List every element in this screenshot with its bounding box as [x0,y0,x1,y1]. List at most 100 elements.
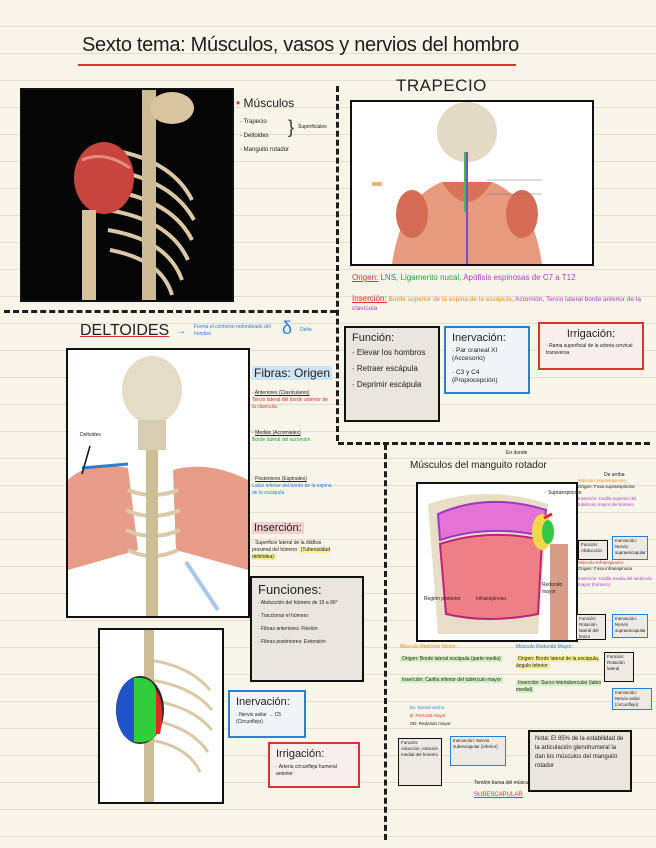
deltoides-delta-note: Delta [300,327,312,333]
redondo-menor-insercion: Inserción: Carilla inferior del tubércul… [400,677,504,683]
divider-vertical-top [336,86,339,441]
deltoides-insercion-text: - Superficie lateral de la diáfisis prox… [252,540,330,560]
trapecio-insercion: Inserción: Borde superior de la espina d… [352,294,641,312]
deltoides-heading: DELTOIDES [80,322,170,339]
redondo-menor-heading: Músculo Redondo Menor: [400,644,458,650]
intro-item: - Deltoides [240,133,269,139]
trapecio-irrigacion-text: - Rama superficial de la arteria cervica… [546,343,633,356]
manguito-label-top: Supraespinoso [548,490,582,496]
thorax-illustration [22,90,232,300]
intro-brace: } [288,117,295,137]
deltoides-irrigacion-heading: Irrigación: [276,748,325,760]
manguito-bottom-note: Tendón bursa del músculo [474,780,533,786]
manguito-notes-right: Músculo Supraespinoso: Origen: Fosa supr… [578,478,654,588]
subescapular-funcion-box: Función: Aducción, rotación medial del h… [398,738,442,786]
manguito-top-right-note: De arriba [604,472,625,478]
thorax-image [20,88,234,302]
mini-box-funcion: Función: Rotación lateral [604,652,634,682]
manguito-note: Músculo Supraespinoso: [578,478,628,483]
redondo-mayor-items: Ex: Dorsal ancho B: Pectoral mayor SD: R… [410,704,490,728]
divider-horizontal-right [338,442,650,445]
redondo-mayor-item: Ex: Dorsal ancho [410,705,445,710]
trapecio-image [350,100,594,266]
deltoides-funciones-heading: Funciones: [258,582,322,597]
manguito-note: Origen: Fosa supraespinosa [578,484,635,489]
manguito-note: Inserción: Carilla superior del tubércul… [578,496,637,507]
manguito-note: Origen: Fosa infraespinosa [578,566,633,571]
manguito-bottom-word: SUBESCAPULAR [474,792,523,798]
manguito-note: Músculo Infraespinoso: [578,560,625,565]
deltoides-funcion-item: - Fibras anteriores: Flexión [258,626,318,632]
manguito-image [416,482,578,642]
deltoides-fibra-posteriores: - Posteriores (Espinales) Labio inferior… [252,476,332,497]
divider-horizontal-left [4,310,336,313]
trapecio-inervacion-item: - C3 y C4 (Propiocepción) [452,369,498,384]
trapecio-funcion-heading: Función: [352,332,395,344]
intro-heading: • Músculos [236,96,295,110]
deltoides-fibra-anteriores: - Anteriores (Claviculares) Tercio later… [252,390,332,411]
trapecio-inervacion-item: - Par craneal XI (Accesorio) [452,347,498,362]
trapecio-inervacion-box: Inervación: - Par craneal XI (Accesorio)… [444,326,530,394]
deltoides-irrigacion-text: - Arteria circunfleja humeral anterior [276,764,337,777]
manguito-heading: Músculos del manguito rotador [410,460,547,471]
intro-item: - Manguito rotador [240,147,290,153]
deltoides-fibras-heading: Fibras: Origen [252,366,333,380]
divider-vertical-bottom [384,444,387,840]
trapecio-origen: Origen: LNS, Ligamento nucal, Apófisis e… [352,273,576,282]
manguito-label-left: Región posterior [424,596,461,602]
trapecio-heading: TRAPECIO [396,76,487,95]
deltoides-funciones-box: Funciones: - Abducción del húmero de 15 … [250,576,364,682]
trapecio-funcion-box: Función: - Elevar los hombros - Retraer … [344,326,440,422]
intro-brace-note: Superficiales [298,124,327,130]
manguito-note: Inserción: Carilla media del tubérculo m… [578,576,653,587]
deltoides-funcion-item: - Traccionar el húmero [258,613,309,619]
redondo-menor-notes: Músculo Redondo Menor: Origen: Borde lat… [400,644,520,684]
deltoides-illustration [68,350,248,616]
deltoides-image [66,348,250,618]
redondo-mayor-item: SD: Redondo mayor [410,721,451,726]
fibra-name: - Anteriores (Claviculares) [252,390,310,396]
trapecio-illustration [352,102,592,264]
deltoides-insercion-heading: Inserción: [252,522,304,534]
mini-box-inervacion: Inervación: Nervio supraescapular [612,614,648,638]
delta-icon: δ [282,318,293,338]
redondo-mayor-notes: Músculo Redondo Mayor: Origen: Borde lat… [516,644,602,694]
deltoides-image-label: Deltoides [80,432,101,438]
deltoides-arrow-note: Forma el contorno redondeado del hombro [194,324,271,337]
deltoides-inervacion-heading: Inervación: [236,696,290,708]
trapecio-funcion-item: - Retraer escápula [352,364,418,373]
redondo-mayor-heading: Músculo Redondo Mayor: [516,644,573,650]
redondo-mayor-insercion: Inserción: Surco intertubercular (labio … [516,680,602,693]
trapecio-funcion-item: - Deprimir escápula [352,380,422,389]
deltoides-side-image [98,628,224,804]
deltoides-arrow-icon: → [176,326,186,337]
manguito-illustration [418,484,576,640]
page-title: Sexto tema: Músculos, vasos y nervios de… [82,34,519,56]
redondo-mayor-item: B: Pectoral mayor [410,713,446,718]
deltoides-irrigacion-box: Irrigación: - Arteria circunfleja humera… [268,742,360,788]
trapecio-irrigacion-box: Irrigación: - Rama superficial de la art… [538,322,644,370]
fibra-desc: Labio inferior del borde de la espina de… [252,483,332,496]
trapecio-irrigacion-heading: Irrigación: [566,328,616,340]
manguito-top-note: En donde [506,450,528,456]
manguito-nota-box: Nota: El 85% de la estabilidad de la art… [528,730,632,792]
deltoides-inervacion-text: - Nervio axilar → C5 (Circunflejo) [236,712,282,725]
intro-list: - Trapecio - Deltoides - Manguito rotado… [240,118,310,154]
title-underline [78,64,516,66]
intro-item: - Trapecio [240,119,267,125]
fibra-name: - Medias (Acromiales) [252,430,301,436]
manguito-label-right: Redondo mayor [542,582,563,595]
redondo-mayor-origen: Origen: Borde lateral de la escápula, án… [516,656,600,669]
fibra-desc: Tercio lateral del borde anterior de la … [252,397,328,410]
mini-box-inervacion: Inervación: Nervio supraescapular [612,536,648,560]
mini-box-inervacion: Inervación: Nervio axilar (circunflejo) [612,688,652,710]
trapecio-inervacion-heading: Inervación: [452,332,506,344]
fibra-name: - Posteriores (Espinales) [252,476,307,482]
mini-box-funcion: Función: Rotación lateral del brazo [576,614,606,640]
deltoides-fibra-medias: - Medias (Acromiales) Borde lateral del … [252,430,332,444]
mini-box-funcion: Función: Abducción [578,540,608,560]
deltoides-side-illustration [100,630,222,802]
deltoides-funcion-item: - Fibras posteriores: Extensión [258,639,326,645]
trapecio-funcion-item: - Elevar los hombros [352,348,426,357]
fibra-desc: Borde lateral del acromión [252,437,311,443]
